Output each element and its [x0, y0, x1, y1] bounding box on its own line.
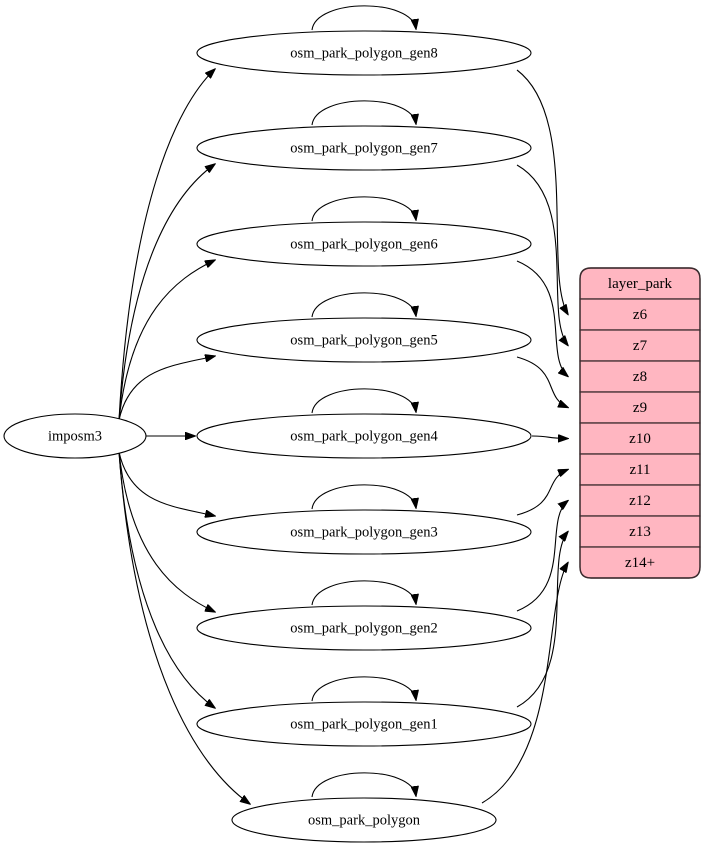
row-bg-z8 [579, 360, 701, 393]
node-polygon[interactable]: osm_park_polygon [231, 797, 497, 843]
self-loop-gen5 [311, 292, 416, 317]
edge-imposm3-to-polygon [118, 451, 250, 804]
node-gen4[interactable]: osm_park_polygon_gen4 [196, 413, 532, 459]
node-ellipses: imposm3 osm_park_polygon_gen8 osm_park_pol… [3, 30, 532, 843]
edge-imposm3-to-gen1 [118, 451, 215, 708]
edge-polygon-to-z14plus [481, 563, 568, 804]
table-row-z13[interactable]: z13 [579, 515, 701, 548]
table-row-z11[interactable]: z11 [579, 453, 701, 486]
self-loop-gen6 [311, 196, 416, 221]
table-row-z10[interactable]: z10 [579, 422, 701, 455]
edge-imposm3-to-gen8 [118, 69, 215, 421]
self-loop-gen1 [311, 676, 416, 701]
row-bg-z14plus [579, 546, 701, 579]
table-row-z7[interactable]: z7 [579, 329, 701, 362]
node-gen7[interactable]: osm_park_polygon_gen7 [196, 125, 532, 171]
self-loop-gen3 [311, 484, 416, 509]
self-loop-polygon [311, 772, 416, 797]
table-row-z9[interactable]: z9 [579, 391, 701, 424]
edge-gen8-to-z6 [516, 69, 568, 315]
row-bg-z12 [579, 484, 701, 517]
gen8-ellipse [196, 30, 532, 76]
table-row-z12[interactable]: z12 [579, 484, 701, 517]
gen4-ellipse [196, 413, 532, 459]
edge-gen1-to-z13 [516, 532, 568, 708]
table-outline [579, 267, 701, 579]
node-gen5[interactable]: osm_park_polygon_gen5 [196, 317, 532, 363]
table-header-bg [579, 267, 701, 300]
node-gen6[interactable]: osm_park_polygon_gen6 [196, 221, 532, 267]
gen5-ellipse [196, 317, 532, 363]
node-imposm3[interactable]: imposm3 [3, 413, 147, 459]
edge-imposm3-to-gen3 [118, 451, 215, 516]
table-row-z14plus[interactable]: z14+ [579, 546, 701, 579]
row-bg-z6 [579, 298, 701, 331]
gen2-ellipse [196, 605, 532, 651]
table-row-z8[interactable]: z8 [579, 360, 701, 393]
self-loop-gen2 [311, 580, 416, 605]
gen3-ellipse [196, 509, 532, 555]
row-bg-z10 [579, 422, 701, 455]
edge-imposm3-to-gen2 [118, 451, 215, 612]
self-loop-gen4 [311, 388, 416, 413]
self-loop-gen8 [311, 5, 416, 30]
table-row-z6[interactable]: z6 [579, 298, 701, 331]
edge-imposm3-to-gen5 [118, 356, 215, 421]
row-bg-z13 [579, 515, 701, 548]
edge-imposm3-to-gen7 [118, 164, 215, 421]
edges-to-layer-park [481, 69, 568, 804]
table-header-cell[interactable]: layer_park [579, 267, 701, 300]
imposm3-ellipse [3, 413, 147, 459]
edge-imposm3-to-gen6 [118, 260, 215, 421]
node-gen8[interactable]: osm_park_polygon_gen8 [196, 30, 532, 76]
edges-from-imposm3 [118, 69, 250, 804]
gen7-ellipse [196, 125, 532, 171]
gen1-ellipse [196, 701, 532, 747]
node-gen3[interactable]: osm_park_polygon_gen3 [196, 509, 532, 555]
edge-gen7-to-z7 [516, 164, 568, 346]
self-loop-gen7 [311, 100, 416, 125]
gen6-ellipse [196, 221, 532, 267]
node-gen1[interactable]: osm_park_polygon_gen1 [196, 701, 532, 747]
edge-gen3-to-z11 [516, 470, 568, 516]
edge-gen5-to-z9 [516, 356, 568, 408]
row-bg-z11 [579, 453, 701, 486]
row-bg-z9 [579, 391, 701, 424]
node-gen2[interactable]: osm_park_polygon_gen2 [196, 605, 532, 651]
polygon-ellipse [231, 797, 497, 843]
edge-gen2-to-z12 [516, 501, 568, 612]
edge-gen6-to-z8 [516, 260, 568, 377]
self-loop-edges [311, 5, 416, 797]
row-bg-z7 [579, 329, 701, 362]
edge-gen4-to-z10 [531, 436, 568, 439]
